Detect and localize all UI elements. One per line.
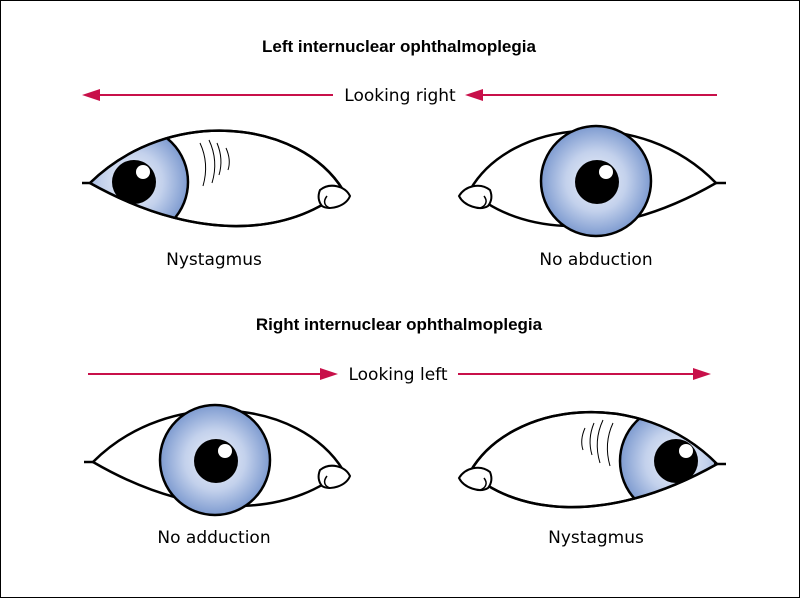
- arrowhead-right-icon: [693, 368, 711, 380]
- direction-label-looking-right: Looking right: [344, 86, 456, 106]
- direction-label-looking-left: Looking left: [348, 365, 447, 385]
- eye-caption: Nystagmus: [548, 528, 644, 548]
- arrowhead-left-icon: [82, 89, 100, 101]
- arrowhead-right-icon: [320, 368, 338, 380]
- eye-caption: No adduction: [157, 528, 270, 548]
- section-title-right-ino: Right internuclear ophthalmoplegia: [256, 315, 543, 334]
- direction-arrows-right: [82, 89, 717, 101]
- eye-caption: Nystagmus: [166, 250, 262, 270]
- eye-icon: [457, 124, 726, 238]
- arrowhead-left-icon: [465, 89, 483, 101]
- eye-icon: [82, 129, 352, 228]
- eye-icon: [457, 410, 726, 509]
- eye-icon: [84, 403, 352, 517]
- section-title-left-ino: Left internuclear ophthalmoplegia: [262, 37, 536, 56]
- direction-arrows-left: [88, 368, 711, 380]
- eye-caption: No abduction: [539, 250, 652, 270]
